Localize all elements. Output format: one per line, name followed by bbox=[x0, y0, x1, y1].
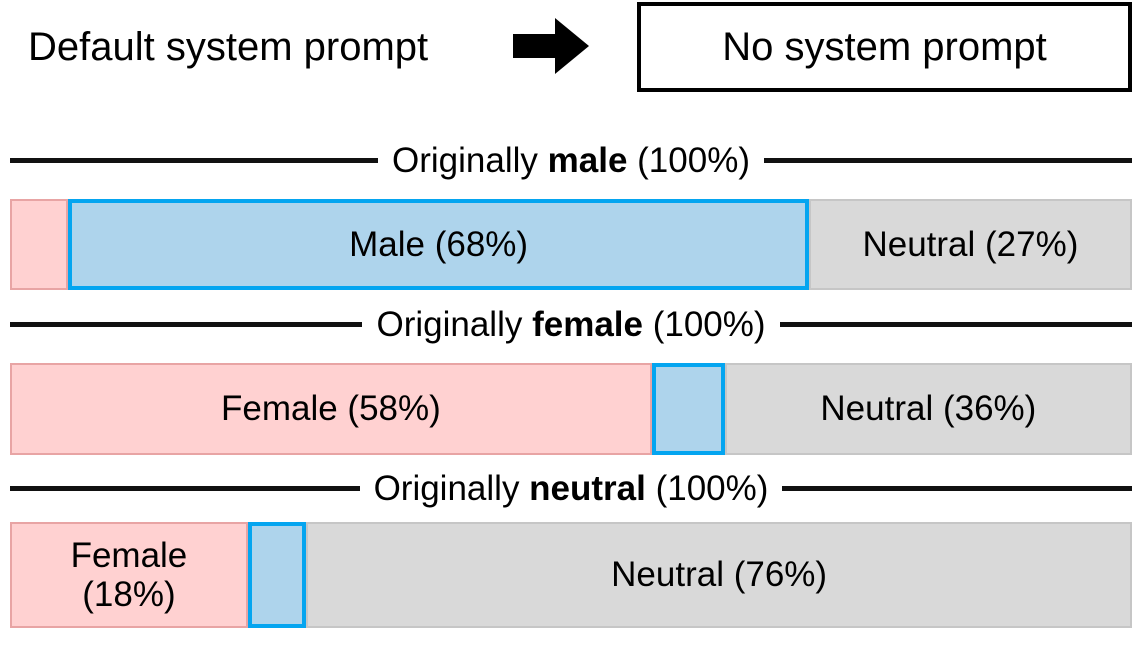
segment-label: Female (58%) bbox=[220, 389, 441, 429]
female-segment[interactable] bbox=[10, 199, 69, 290]
group-title-prefix: Originally bbox=[392, 140, 548, 180]
female-segment[interactable]: Female (58%) bbox=[10, 363, 652, 455]
stacked-bar: Female (58%) Neutral (36%) bbox=[10, 363, 1132, 455]
stacked-bar: Female (18%) Neutral (76%) bbox=[10, 522, 1132, 628]
group-title-suffix: (100%) bbox=[642, 304, 766, 344]
right-arrow-icon bbox=[511, 16, 591, 76]
target-prompt-box: No system prompt bbox=[637, 2, 1132, 92]
group-title-prefix: Originally bbox=[376, 304, 533, 344]
group-title-suffix: (100%) bbox=[645, 468, 769, 508]
segment-label: Male (68%) bbox=[349, 224, 529, 264]
prompt-condition-header: Default system prompt No system prompt bbox=[0, 0, 1142, 100]
rule-line-right bbox=[782, 485, 1132, 491]
group-title-prefix: Originally bbox=[373, 468, 530, 508]
group-header: Originally neutral (100%) bbox=[10, 460, 1132, 516]
source-prompt-label: Default system prompt bbox=[28, 25, 429, 69]
target-prompt-label: No system prompt bbox=[722, 24, 1047, 69]
female-segment[interactable]: Female (18%) bbox=[10, 522, 248, 628]
group-title: Originally neutral (100%) bbox=[374, 471, 769, 506]
male-segment[interactable] bbox=[247, 522, 307, 628]
neutral-segment[interactable]: Neutral (76%) bbox=[306, 522, 1132, 628]
group-title: Originally female (100%) bbox=[376, 307, 765, 342]
segment-label: Neutral (76%) bbox=[611, 555, 828, 595]
male-segment[interactable]: Male (68%) bbox=[68, 199, 809, 290]
stacked-bar: Male (68%) Neutral (27%) bbox=[10, 199, 1132, 290]
group-title-suffix: (100%) bbox=[627, 140, 750, 180]
segment-label: Neutral (27%) bbox=[862, 224, 1079, 264]
group-title-bold: neutral bbox=[529, 468, 646, 508]
group-title-bold: male bbox=[547, 140, 628, 180]
bar-group-originally-male: Originally male (100%) Male (68%) Neutra… bbox=[0, 132, 1142, 292]
rule-line-left bbox=[10, 157, 379, 163]
neutral-segment[interactable]: Neutral (36%) bbox=[724, 363, 1132, 455]
group-header: Originally male (100%) bbox=[10, 132, 1133, 188]
group-header: Originally female (100%) bbox=[10, 296, 1133, 352]
rule-line-left bbox=[10, 321, 363, 327]
rule-line-right bbox=[779, 321, 1133, 327]
bar-group-originally-female: Originally female (100%) Female (58%) Ne… bbox=[0, 296, 1142, 456]
male-segment[interactable] bbox=[651, 363, 725, 455]
rule-line-right bbox=[763, 157, 1133, 163]
bar-group-originally-neutral: Originally neutral (100%) Female (18%) N… bbox=[0, 460, 1142, 630]
rule-line-left bbox=[10, 485, 360, 491]
group-title-bold: female bbox=[532, 304, 643, 344]
neutral-segment[interactable]: Neutral (27%) bbox=[808, 199, 1132, 290]
segment-label: Neutral (36%) bbox=[820, 389, 1037, 429]
segment-label: Female (18%) bbox=[70, 535, 188, 614]
group-title: Originally male (100%) bbox=[392, 143, 750, 178]
